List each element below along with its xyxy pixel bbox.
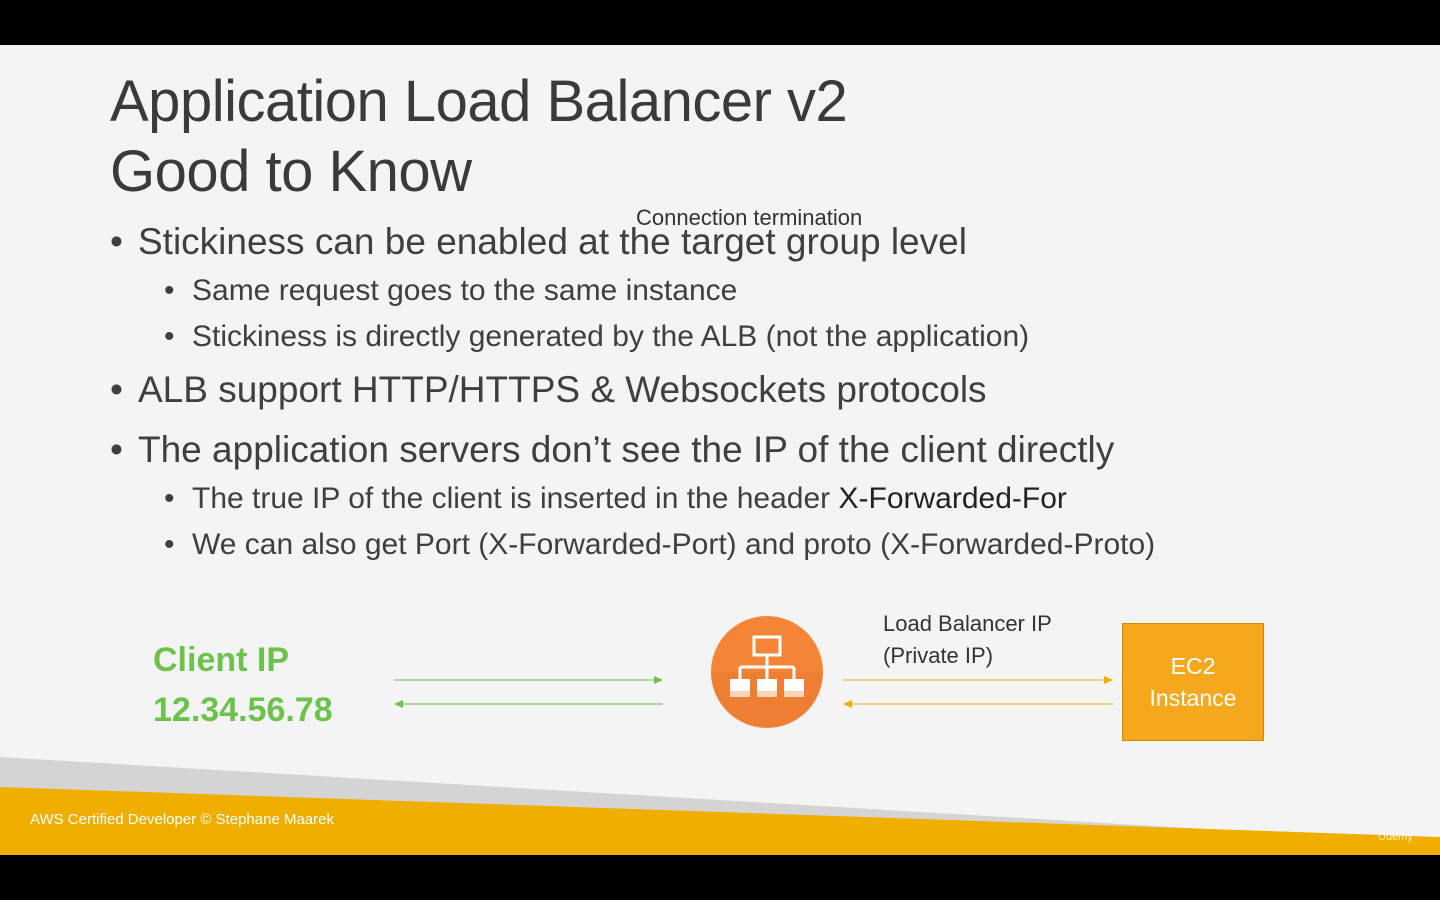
- lb-to-ec2-arrow: [843, 676, 1113, 684]
- bullet-dot-icon: •: [164, 274, 175, 307]
- lb-to-client-arrow: [394, 700, 663, 708]
- bullet-list: • Stickiness can be enabled at the targe…: [110, 220, 1360, 564]
- load-balancer-ip-label: Load Balancer IP (Private IP): [883, 611, 1052, 668]
- udemy-watermark-logo: Udemy: [1378, 831, 1413, 843]
- subbullet-generated-by-alb: • Stickiness is directly generated by th…: [110, 318, 1360, 356]
- client-ip-label: Client IP: [153, 641, 290, 679]
- slide-title: Application Load Balancer v2 Good to Kno…: [110, 67, 848, 207]
- header-name-emphasis: X-Forwarded-For: [838, 482, 1067, 515]
- load-balancer-icon: [711, 616, 823, 728]
- ec2-instance-box: EC2 Instance: [1122, 623, 1264, 741]
- client-to-lb-arrow: [394, 676, 663, 684]
- bullet-dot-icon: •: [110, 369, 123, 410]
- bullet-dot-icon: •: [164, 482, 175, 515]
- video-letterbox-top: [0, 0, 1440, 45]
- title-line-2: Good to Know: [110, 139, 472, 204]
- bullet-dot-icon: •: [110, 221, 123, 262]
- ec2-to-lb-arrow: [843, 700, 1113, 708]
- video-letterbox-bottom: [0, 855, 1440, 900]
- alb-diagram: Client IP 12.34.56.78: [0, 605, 1440, 855]
- client-ip-value: 12.34.56.78: [153, 691, 333, 729]
- bullet-dot-icon: •: [164, 528, 175, 561]
- client-ip: Client IP 12.34.56.78: [153, 635, 333, 735]
- subbullet-same-request: • Same request goes to the same instance: [110, 272, 1360, 310]
- bullet-client-ip: • The application servers don’t see the …: [110, 429, 1115, 470]
- bullet-stickiness: • Stickiness can be enabled at the targe…: [110, 221, 967, 262]
- subbullet-port-proto: • We can also get Port (X-Forwarded-Port…: [110, 526, 1360, 564]
- bullet-dot-icon: •: [110, 429, 123, 470]
- connection-arrows: [394, 676, 1113, 708]
- footer-copyright: AWS Certified Developer © Stephane Maare…: [30, 811, 334, 828]
- bullet-dot-icon: •: [164, 320, 175, 353]
- subbullet-x-forwarded-for: • The true IP of the client is inserted …: [110, 480, 1360, 518]
- bullet-protocols: • ALB support HTTP/HTTPS & Websockets pr…: [110, 369, 987, 410]
- slide: Application Load Balancer v2 Good to Kno…: [0, 45, 1440, 855]
- connection-termination-label: Connection termination: [636, 205, 863, 230]
- title-line-1: Application Load Balancer v2: [110, 69, 848, 134]
- footer-band: [0, 757, 1440, 855]
